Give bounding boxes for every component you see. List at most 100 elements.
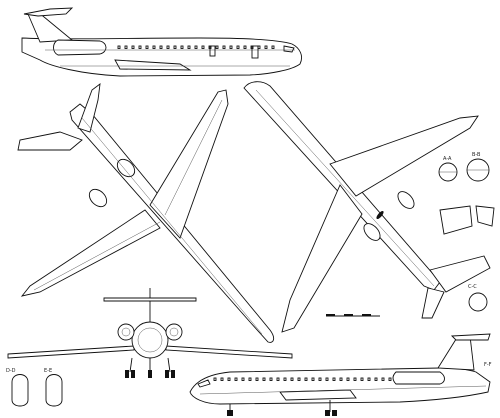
cabin-window — [255, 377, 259, 381]
cabin-window — [271, 45, 275, 49]
fuselage-plan — [243, 81, 441, 291]
cabin-window — [276, 377, 280, 381]
cabin-window — [227, 377, 231, 381]
section-label: F-F — [484, 362, 492, 368]
wing-plan-left — [20, 209, 161, 297]
scale-bar — [326, 314, 380, 317]
centerline — [255, 89, 435, 287]
cabin-window — [145, 45, 149, 49]
cockpit-window — [283, 45, 295, 53]
t-tail-front — [103, 297, 197, 302]
engine-right — [116, 158, 136, 178]
section-detail — [439, 205, 473, 235]
cabin-window — [222, 45, 226, 49]
cabin-window — [213, 377, 217, 381]
wing-front-left — [7, 345, 135, 359]
t-tail-stabilizer — [23, 7, 74, 17]
wheel — [131, 370, 135, 378]
wheel — [332, 410, 337, 416]
section-label: D-D — [6, 368, 16, 374]
wheel — [325, 410, 330, 416]
stabilizer-plan-2 — [421, 287, 445, 319]
cabin-window — [248, 377, 252, 381]
engine-lower — [363, 223, 381, 241]
wing-plan-upper — [329, 115, 479, 197]
cabin-window — [131, 45, 135, 49]
cabin-window — [367, 377, 371, 381]
cabin-window — [304, 377, 308, 381]
engine-front — [165, 323, 183, 341]
cabin-window — [269, 377, 273, 381]
cabin-window — [374, 377, 378, 381]
wing-plan-lower — [281, 184, 363, 333]
cabin-windows — [213, 377, 392, 381]
wheel — [148, 370, 152, 378]
cabin-window — [325, 377, 329, 381]
door — [209, 45, 216, 57]
cross-sections-bottom-left: D-D E-E — [6, 368, 63, 407]
cabin-window — [339, 377, 343, 381]
stabilizer-plan — [429, 255, 491, 293]
cross-sections: A-A B-B C-C — [438, 152, 495, 312]
t-tail-stabilizer — [450, 333, 491, 341]
gear-bay-marker — [376, 210, 384, 220]
cabin-window — [187, 45, 191, 49]
cabin-window — [360, 377, 364, 381]
cockpit-window — [197, 379, 211, 388]
wheel — [165, 370, 169, 378]
cabin-window — [215, 45, 219, 49]
cabin-window — [332, 377, 336, 381]
wheel — [227, 410, 233, 416]
cabin-window — [236, 45, 240, 49]
door — [251, 45, 259, 59]
cabin-window — [138, 45, 142, 49]
side-view-bottom: F-F — [189, 333, 492, 416]
section-label: E-E — [44, 368, 52, 374]
section-label: B-B — [472, 152, 481, 158]
side-view-top — [21, 7, 303, 77]
engine-left — [88, 188, 108, 208]
cabin-window — [117, 45, 121, 49]
rear-engine-nacelle — [53, 39, 107, 56]
cabin-window — [180, 45, 184, 49]
cabin-window — [152, 45, 156, 49]
cabin-window — [283, 377, 287, 381]
section-outline — [11, 374, 29, 407]
spar-line — [164, 99, 223, 216]
cabin-window — [243, 45, 247, 49]
section-detail — [475, 205, 495, 227]
section-circle — [468, 292, 488, 312]
cabin-window — [173, 45, 177, 49]
tail-fin — [27, 11, 74, 43]
tail-fin — [437, 335, 475, 371]
wheel — [125, 370, 129, 378]
cabin-window — [262, 377, 266, 381]
cabin-window — [194, 45, 198, 49]
cabin-window — [229, 45, 233, 49]
cabin-window — [159, 45, 163, 49]
stabilizer-plan — [17, 131, 83, 151]
bottom-view-right — [243, 81, 491, 333]
cabin-window — [311, 377, 315, 381]
wing-plan-right — [149, 89, 229, 239]
top-view-left — [17, 83, 275, 343]
cabin-window — [346, 377, 350, 381]
cabin-window — [264, 45, 268, 49]
engine-front — [117, 323, 135, 341]
cabin-window — [201, 45, 205, 49]
cabin-window — [388, 377, 392, 381]
section-label: A-A — [443, 156, 452, 162]
cabin-window — [381, 377, 385, 381]
rear-engine-nacelle — [392, 371, 445, 385]
cabin-window — [234, 377, 238, 381]
centerline — [81, 117, 263, 335]
cabin-window — [353, 377, 357, 381]
wheel — [171, 370, 175, 378]
cabin-window — [241, 377, 245, 381]
section-outline — [45, 374, 63, 407]
cabin-window — [297, 377, 301, 381]
cabin-window — [124, 45, 128, 49]
cabin-window — [290, 377, 294, 381]
cabin-window — [220, 377, 224, 381]
